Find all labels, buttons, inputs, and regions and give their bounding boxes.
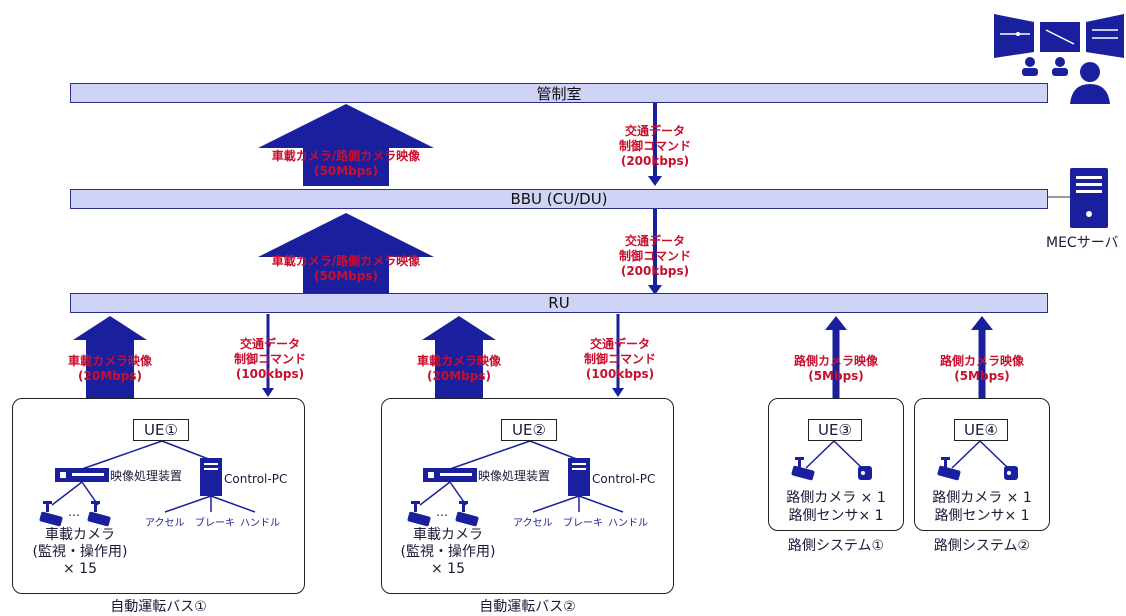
ue3-label: UE③: [808, 419, 862, 441]
bbu-label: BBU (CU/DU): [510, 190, 607, 208]
downlink-label-bus1: 交通データ制御コマンド(100kbps): [220, 337, 320, 382]
bus1-brake-label: ブレーキ: [195, 514, 235, 529]
bus1-handle-label: ハンドル: [240, 514, 280, 529]
bus2-caption: 自動運転バス②: [381, 596, 674, 616]
control-room-label: 管制室: [536, 83, 581, 104]
downlink-label-upper-1: 交通データ制御コマンド(200kbps): [605, 124, 705, 169]
bus1-caption: 自動運転バス①: [12, 596, 305, 616]
ue2-label: UE②: [501, 419, 557, 441]
ue1-label: UE①: [133, 419, 189, 441]
bus2-accel-label: アクセル: [513, 514, 553, 529]
ru-bar: RU: [70, 293, 1048, 313]
uplink-label-bus2: 車載カメラ映像(20Mbps): [399, 354, 519, 384]
bus1-ellipsis: …: [68, 505, 80, 519]
bus1-processor-label: 映像処理装置: [110, 467, 182, 484]
bus1-control-pc-label: Control-PC: [224, 472, 287, 486]
uplink-label-road1: 路側カメラ映像(5Mbps): [776, 354, 896, 384]
control-room-bar: 管制室: [70, 83, 1048, 103]
bbu-bar: BBU (CU/DU): [70, 189, 1048, 209]
server-icon: [1070, 168, 1108, 228]
ru-label: RU: [548, 294, 569, 312]
mec-server-label: MECサーバ: [1046, 232, 1119, 252]
bus2-processor-label: 映像処理装置: [478, 467, 550, 484]
downlink-label-upper-2: 交通データ制御コマンド(200kbps): [605, 234, 705, 279]
uplink-label-road2: 路側カメラ映像(5Mbps): [922, 354, 1042, 384]
bus2-ellipsis: …: [436, 505, 448, 519]
bus1-camera-text: 車載カメラ(監視・操作用)× 15: [20, 527, 140, 578]
bus2-handle-label: ハンドル: [608, 514, 648, 529]
road1-caption: 路側システム①: [768, 535, 904, 555]
uplink-label-bus1: 車載カメラ映像(20Mbps): [50, 354, 170, 384]
uplink-label-upper-1: 車載カメラ/路側カメラ映像(50Mbps): [246, 149, 446, 179]
road2-caption: 路側システム②: [914, 535, 1050, 555]
bus1-accel-label: アクセル: [145, 514, 185, 529]
ue4-label: UE④: [954, 419, 1008, 441]
downlink-label-bus2: 交通データ制御コマンド(100kbps): [570, 337, 670, 382]
bus2-control-pc-label: Control-PC: [592, 472, 655, 486]
bus2-brake-label: ブレーキ: [563, 514, 603, 529]
bus2-camera-text: 車載カメラ(監視・操作用)× 15: [388, 527, 508, 578]
uplink-label-upper-2: 車載カメラ/路側カメラ映像(50Mbps): [246, 254, 446, 284]
